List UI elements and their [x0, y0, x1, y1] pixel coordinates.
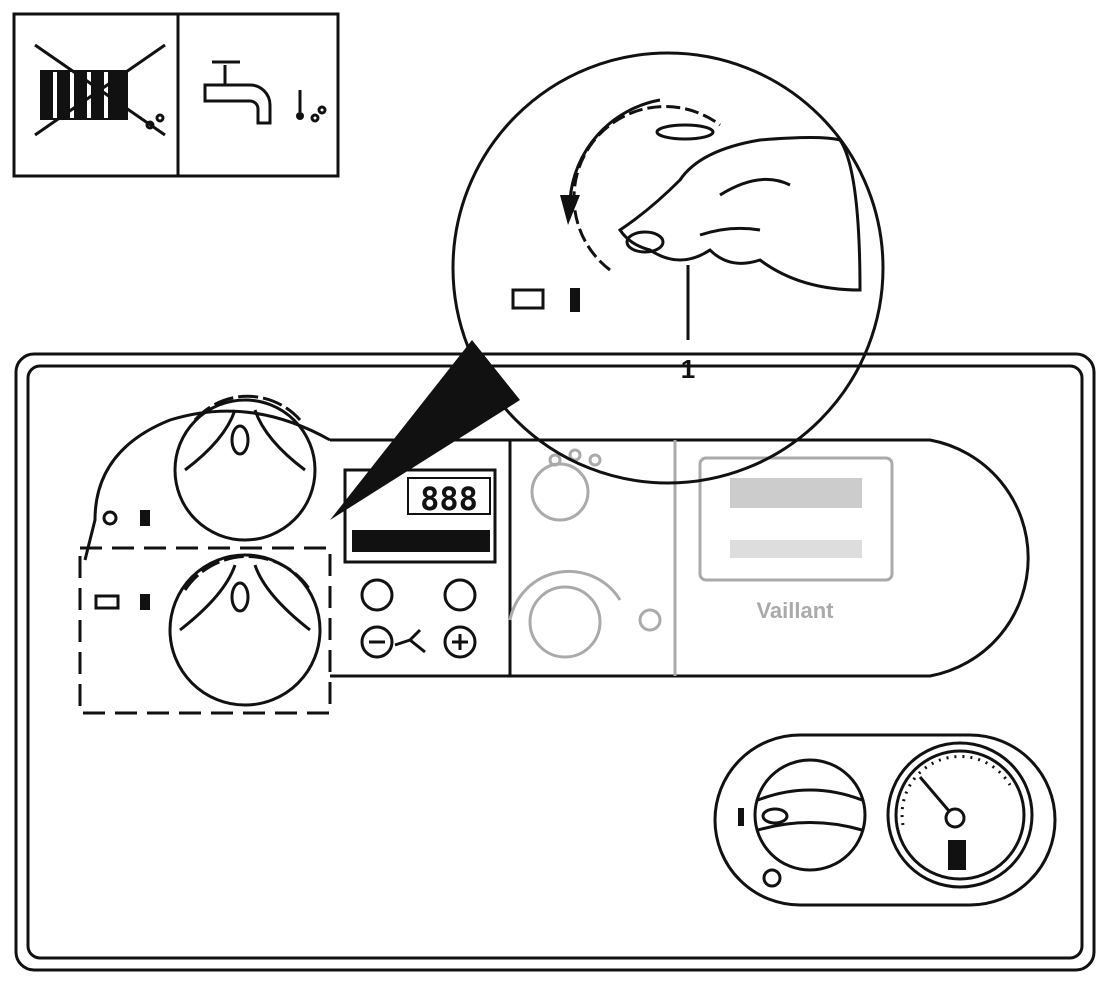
chimney-sweep-icon — [394, 628, 426, 654]
hot-water-temperature-knob[interactable] — [173, 394, 317, 542]
heating-temperature-knob[interactable] — [168, 553, 322, 707]
plus-button[interactable] — [443, 625, 477, 659]
callout-label: 1 — [681, 354, 695, 384]
display-buttons — [360, 578, 477, 659]
main-switch-gauge-housing — [713, 733, 1057, 907]
radiator-crossed-icon — [34, 43, 166, 137]
faded-programmer-controls: Vaillant — [508, 448, 894, 659]
temperature-button[interactable] — [443, 578, 477, 612]
boiler-panel-outer — [14, 352, 1096, 972]
display-bar — [352, 530, 490, 552]
radiator-symbol-icon — [94, 594, 150, 610]
magnified-knob-callout: 1 — [451, 51, 885, 485]
callout-pointer — [330, 340, 520, 520]
pressure-gauge-icon — [886, 741, 1034, 889]
hand-turning-knob-icon — [617, 136, 862, 292]
tap-icon — [203, 60, 327, 125]
main-power-switch[interactable] — [738, 758, 867, 888]
radiator-small-icon — [511, 288, 545, 310]
control-strip — [330, 438, 1030, 678]
vaillant-logo: Vaillant — [756, 598, 834, 623]
counterclockwise-arrow-icon — [568, 98, 661, 201]
minus-button[interactable] — [360, 625, 394, 659]
info-button[interactable] — [360, 578, 394, 612]
display-digits: 888 — [420, 480, 478, 518]
heating-knob-highlight — [78, 546, 332, 715]
tap-symbol-icon — [102, 510, 150, 526]
digital-display: 888 — [343, 468, 497, 564]
boiler-panel-inner — [26, 364, 1084, 960]
mode-legend-box — [12, 12, 340, 178]
